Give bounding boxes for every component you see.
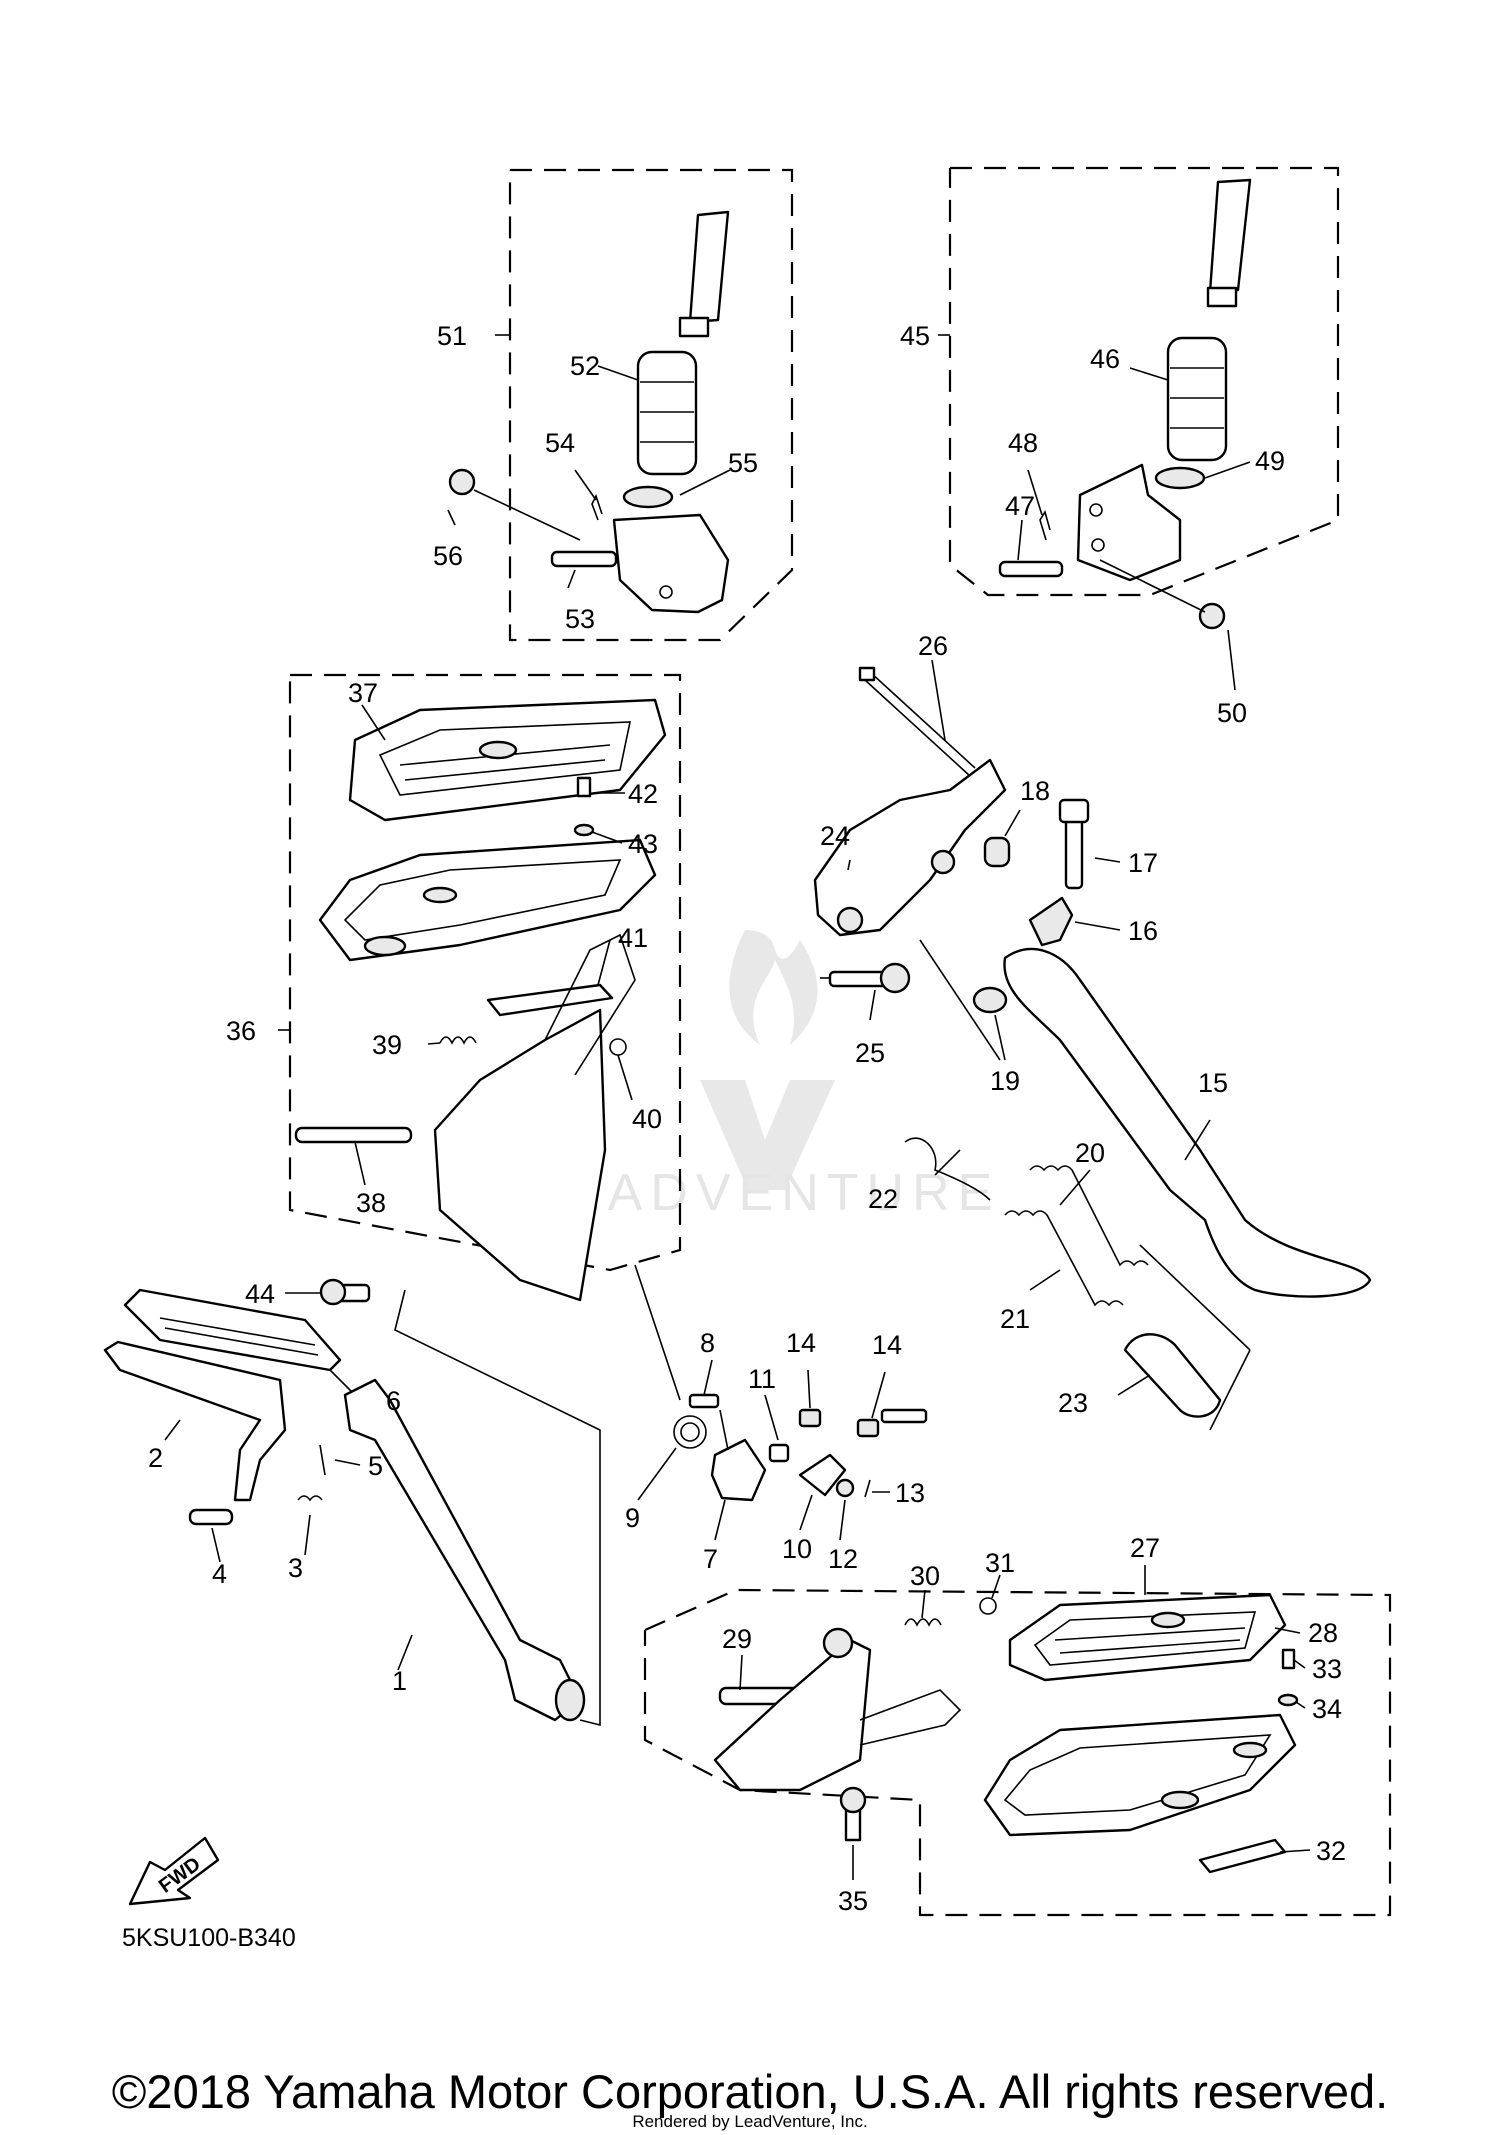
callout-20: 20: [1075, 1138, 1105, 1168]
callout-14b: 14: [872, 1330, 902, 1360]
callout-30: 30: [910, 1561, 940, 1591]
callout-17: 17: [1128, 848, 1158, 878]
callout-44: 44: [245, 1279, 275, 1309]
callout-6: 6: [386, 1386, 401, 1416]
callout-42: 42: [628, 779, 658, 809]
fwd-arrow-icon: FWD: [128, 1836, 220, 1906]
callout-37: 37: [348, 678, 378, 708]
callout-18: 18: [1020, 776, 1050, 806]
callout-15: 15: [1198, 1068, 1228, 1098]
group-51-passenger-peg-left: [447, 168, 794, 642]
callout-8: 8: [700, 1328, 715, 1358]
callout-46: 46: [1090, 344, 1120, 374]
linkage-assembly: [637, 1359, 928, 1541]
watermark-logo: LEADVENTURE: [528, 930, 1000, 1222]
callout-28: 28: [1308, 1618, 1338, 1648]
group-45-passenger-peg-right: [938, 166, 1340, 691]
callout-54: 54: [545, 428, 575, 458]
callout-13: 13: [895, 1478, 925, 1508]
callout-50: 50: [1217, 698, 1247, 728]
callout-27: 27: [1130, 1533, 1160, 1563]
callout-4: 4: [212, 1559, 227, 1589]
callout-31: 31: [985, 1548, 1015, 1578]
group-36-rider-footboard-left: [278, 673, 682, 1302]
callout-21: 21: [1000, 1304, 1030, 1334]
callout-9: 9: [625, 1503, 640, 1533]
callout-24: 24: [820, 821, 850, 851]
callout-43: 43: [628, 829, 658, 859]
callout-47: 47: [1005, 491, 1035, 521]
callout-53: 53: [565, 604, 595, 634]
callout-2: 2: [148, 1443, 163, 1473]
group-27-rider-footboard-right: [643, 1565, 1392, 1917]
callout-39: 39: [372, 1030, 402, 1060]
callout-26: 26: [918, 631, 948, 661]
callout-25: 25: [855, 1038, 885, 1068]
callout-labels: 1 2 3 4 5 6 7 8 9 10 11 12 13 14 14 15 1…: [148, 321, 1346, 1916]
callout-56: 56: [433, 541, 463, 571]
callout-32: 32: [1316, 1836, 1346, 1866]
callout-45: 45: [900, 321, 930, 351]
rendered-by-credit: Rendered by LeadVenture, Inc.: [632, 2112, 868, 2131]
callout-22: 22: [868, 1184, 898, 1214]
callout-23: 23: [1058, 1388, 1088, 1418]
brake-pedal-assembly: [103, 1264, 681, 1727]
callout-34: 34: [1312, 1694, 1342, 1724]
callout-19: 19: [990, 1066, 1020, 1096]
callout-38: 38: [356, 1188, 386, 1218]
callout-33: 33: [1312, 1654, 1342, 1684]
sidestand-assembly: [813, 659, 1372, 1431]
callout-29: 29: [722, 1624, 752, 1654]
callout-5: 5: [368, 1451, 383, 1481]
callout-55: 55: [728, 448, 758, 478]
callout-36: 36: [226, 1016, 256, 1046]
callout-10: 10: [782, 1534, 812, 1564]
copyright-notice: ©2018 Yamaha Motor Corporation, U.S.A. A…: [111, 2065, 1389, 2118]
callout-7: 7: [703, 1544, 718, 1574]
diagram-code: 5KSU100-B340: [122, 1924, 296, 1952]
callout-48: 48: [1008, 428, 1038, 458]
callout-3: 3: [288, 1553, 303, 1583]
callout-51: 51: [437, 321, 467, 351]
callout-49: 49: [1255, 446, 1285, 476]
callout-35: 35: [838, 1886, 868, 1916]
callout-14a: 14: [786, 1328, 816, 1358]
callout-1: 1: [392, 1666, 407, 1696]
callout-16: 16: [1128, 916, 1158, 946]
callout-12: 12: [828, 1544, 858, 1574]
callout-52: 52: [570, 351, 600, 381]
callout-40: 40: [632, 1104, 662, 1134]
watermark-text: LEADVENTURE: [528, 1164, 1000, 1222]
callout-41: 41: [618, 923, 648, 953]
callout-11: 11: [748, 1364, 776, 1394]
